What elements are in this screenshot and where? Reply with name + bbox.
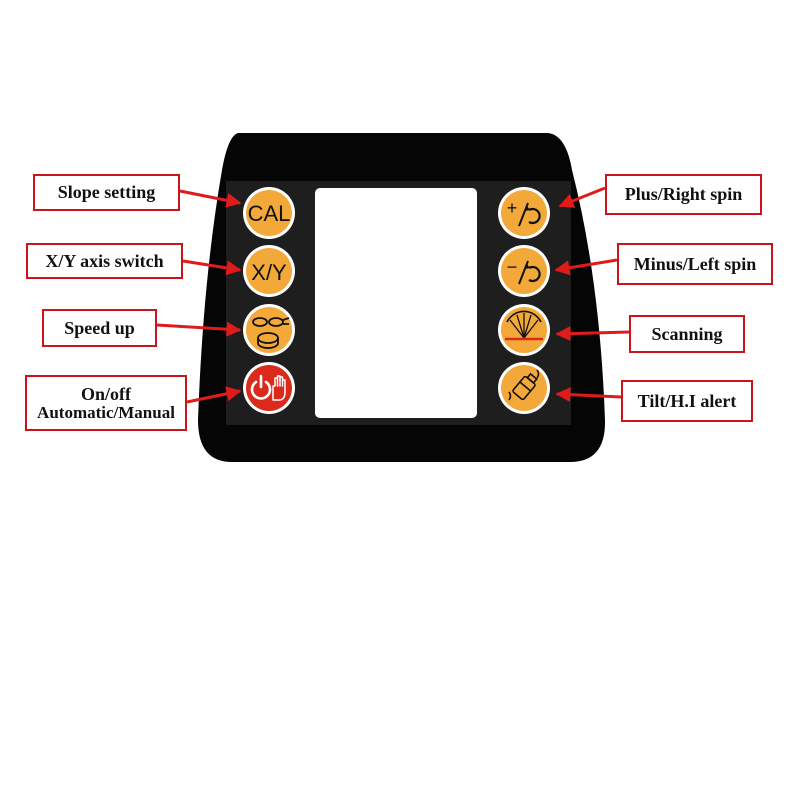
label-on-off-auto-manual: On/off Automatic/Manual xyxy=(25,375,187,431)
callout-arrows xyxy=(156,186,630,404)
scanning-button[interactable] xyxy=(498,304,550,356)
minus-spin-button[interactable]: − xyxy=(498,245,550,297)
power-hand-icon xyxy=(250,374,286,401)
plus-rotate-icon: + xyxy=(507,198,541,227)
lcd-display xyxy=(315,188,477,418)
cal-button[interactable]: CAL xyxy=(243,187,295,239)
xy-switch-button[interactable]: X/Y xyxy=(243,245,295,297)
label-tilt-hi-alert: Tilt/H.I alert xyxy=(621,380,753,422)
label-on-off: On/off xyxy=(80,383,131,404)
label-speed-up: Speed up xyxy=(42,309,157,347)
cal-button-label: CAL xyxy=(248,201,291,226)
arrow-onoff xyxy=(186,386,242,404)
speed-up-button[interactable] xyxy=(243,304,295,356)
minus-rotate-icon: − xyxy=(507,257,541,285)
arrow-minus xyxy=(554,258,618,276)
speed-icon xyxy=(252,317,290,349)
arrow-xy xyxy=(182,259,242,276)
plus-spin-button[interactable]: + xyxy=(498,187,550,239)
arrow-plus xyxy=(558,186,606,208)
label-auto-manual: Automatic/Manual xyxy=(37,402,175,422)
arrow-speed xyxy=(156,321,242,337)
tilt-alert-button[interactable] xyxy=(498,362,550,414)
arrow-scan xyxy=(555,326,630,342)
label-minus-left-spin: Minus/Left spin xyxy=(617,243,773,285)
xy-button-label: X/Y xyxy=(251,260,287,285)
arrow-slope xyxy=(179,189,242,208)
label-plus-right-spin: Plus/Right spin xyxy=(605,174,762,215)
svg-text:−: − xyxy=(507,257,518,277)
arrow-tilt xyxy=(555,387,622,403)
on-off-button[interactable] xyxy=(243,362,295,414)
label-xy-axis-switch: X/Y axis switch xyxy=(26,243,183,279)
scan-fan-icon xyxy=(505,310,543,341)
label-scanning: Scanning xyxy=(629,315,745,353)
tilt-alert-icon xyxy=(508,369,540,401)
label-slope-setting: Slope setting xyxy=(33,174,180,211)
svg-text:+: + xyxy=(507,198,518,218)
